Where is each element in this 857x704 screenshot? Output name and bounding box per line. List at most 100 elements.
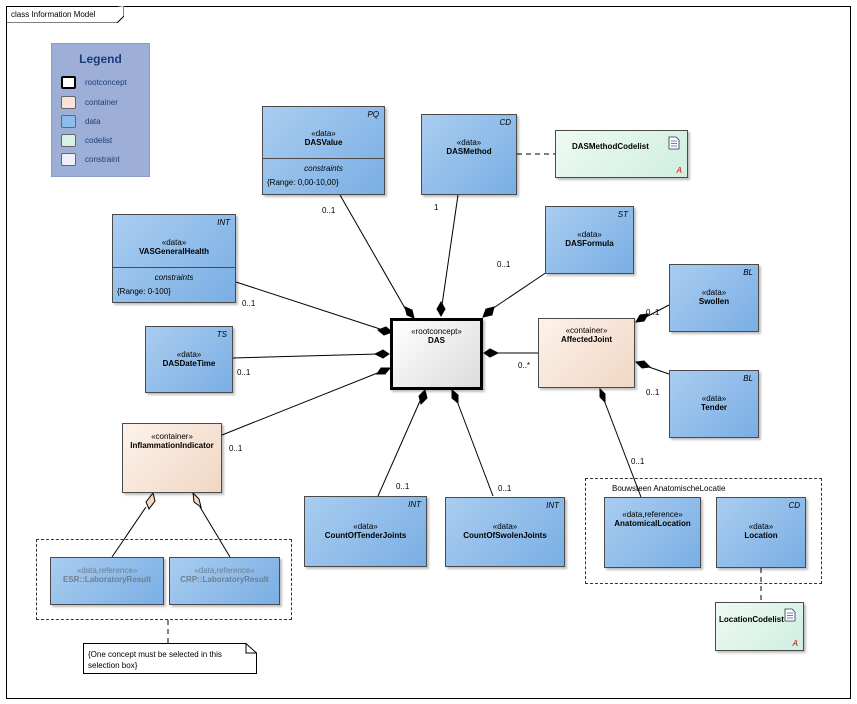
type-label: CD — [788, 501, 800, 510]
diagram-title: class Information Model — [11, 10, 96, 19]
legend-label: constraint — [85, 155, 120, 164]
stereotype-label: «data» — [492, 522, 518, 531]
stereotype-label: «data» — [701, 288, 727, 297]
multiplicity-anatomical-location: 0..1 — [631, 457, 645, 466]
type-label: TS — [216, 330, 227, 339]
stereotype-label: «data» — [353, 522, 378, 531]
compartment-divider — [113, 267, 235, 268]
diamond-count-swollen — [451, 388, 459, 405]
class-name: CountOfSwolenJoints — [463, 531, 547, 540]
class-name: DASMethodCodelist — [572, 142, 649, 151]
diamond-swollen — [635, 313, 649, 323]
edge-crp — [199, 506, 231, 558]
stereotype-label: «data» — [311, 129, 336, 138]
legend-swatch — [61, 115, 76, 128]
diamond-das-formula — [482, 306, 495, 318]
multiplicity-tender: 0..1 — [646, 388, 660, 397]
constraints-title: constraints — [154, 273, 194, 282]
class-count-of-swolen-joints[interactable]: INT «data» CountOfSwolenJoints — [445, 497, 565, 567]
class-das-method-codelist[interactable]: DASMethodCodelist A — [555, 130, 688, 178]
multiplicity-das-method: 1 — [434, 203, 439, 212]
class-name: Location — [744, 531, 778, 540]
edge-das-formula — [491, 271, 548, 310]
class-das-value[interactable]: PQ «data» DASValue constraints {Range: 0… — [262, 106, 385, 195]
stereotype-label: «data» — [161, 238, 187, 247]
class-name: LocationCodelist — [719, 615, 784, 624]
class-location-codelist[interactable]: LocationCodelist A — [715, 602, 804, 651]
stereotype-label: «data,reference» — [622, 510, 683, 519]
legend-swatch — [61, 153, 76, 166]
document-icon — [668, 136, 680, 150]
diagram-frame — [6, 6, 851, 699]
constraints-title: constraints — [304, 164, 343, 173]
diamond-anatomical — [599, 387, 606, 404]
edge-inflammation — [221, 371, 381, 436]
class-das-root[interactable]: «rootconcept» DAS — [390, 318, 483, 390]
class-name: Tender — [700, 403, 728, 412]
diamond-esr — [145, 491, 156, 510]
stereotype-label: «data,reference» — [76, 566, 138, 575]
class-name: AnatomicalLocation — [614, 519, 691, 528]
class-das-date-time[interactable]: TS «data» DASDateTime — [145, 326, 233, 393]
diamond-affected-joint — [483, 348, 500, 358]
diamond-crp — [192, 491, 202, 509]
class-das-formula[interactable]: ST «data» DASFormula — [545, 206, 634, 274]
stereotype-label: «rootconcept» — [411, 327, 462, 336]
stereotype-label: «container» — [151, 432, 193, 441]
multiplicity-das-formula: 0..1 — [497, 260, 511, 269]
multiplicity-affected-joint: 0..* — [518, 361, 531, 370]
class-affected-joint[interactable]: «container» AffectedJoint — [538, 318, 635, 388]
multiplicity-das-value: 0..1 — [322, 206, 336, 215]
type-label: INT — [408, 500, 421, 509]
class-swollen[interactable]: BL «data» Swollen — [669, 264, 759, 332]
edge-vas — [235, 281, 381, 330]
class-name: DASDateTime — [162, 359, 216, 368]
class-vas-general-health[interactable]: INT «data» VASGeneralHealth constraints … — [112, 214, 236, 303]
legend: Legend rootconcept container data codeli… — [51, 43, 150, 177]
multiplicity-swollen: 0..1 — [646, 308, 660, 317]
edge-das-method — [441, 194, 459, 306]
constraint-note: {One concept must be selected in this se… — [83, 643, 257, 674]
edge-das-value — [339, 194, 407, 311]
class-inflammation-indicator[interactable]: «container» InflammationIndicator — [122, 423, 222, 493]
type-label: INT — [217, 218, 230, 227]
class-anatomical-location[interactable]: «data,reference» AnatomicalLocation — [604, 497, 701, 568]
stereotype-label: «data,reference» — [194, 566, 255, 575]
type-label: CD — [499, 118, 511, 127]
class-location[interactable]: CD «data» Location — [716, 497, 806, 568]
legend-swatch — [61, 96, 76, 109]
type-label: BL — [743, 268, 753, 277]
class-name: ESR::LaboratoryResult — [62, 575, 151, 584]
legend-title: Legend — [79, 52, 122, 66]
type-label: PQ — [367, 110, 379, 119]
boundary-label: Bouwsteen AnatomischeLocatie — [612, 484, 726, 493]
stereotype-label: «data» — [176, 350, 202, 359]
class-name: CountOfTenderJoints — [324, 531, 407, 540]
document-icon — [784, 608, 796, 622]
class-crp-laboratory-result[interactable]: «data,reference» CRP::LaboratoryResult — [169, 557, 280, 605]
multiplicity-inflammation-indicator: 0..1 — [229, 444, 243, 453]
class-tender[interactable]: BL «data» Tender — [669, 370, 759, 438]
edge-esr — [111, 506, 147, 558]
diamond-tender — [634, 360, 652, 369]
class-das-method[interactable]: CD «data» DASMethod — [421, 114, 517, 195]
class-name: DASFormula — [565, 239, 614, 248]
frame-tab: class Information Model — [6, 6, 124, 23]
stereotype-label: «data» — [701, 394, 727, 403]
class-esr-laboratory-result[interactable]: «data,reference» ESR::LaboratoryResult — [50, 557, 164, 605]
edge-swollen — [645, 304, 670, 318]
diamond-das-method — [436, 300, 446, 318]
constraint-value: {Range: 0,00-10,00} — [267, 178, 339, 187]
edge-count-swollen — [456, 400, 494, 497]
edge-das-date-time — [232, 353, 379, 359]
multiplicity-das-date-time: 0..1 — [237, 368, 251, 377]
edge-count-tender — [377, 400, 421, 497]
note-text: {One concept must be selected in this se… — [88, 650, 222, 670]
diamond-das-date-time — [373, 349, 390, 359]
edge-anatomical — [603, 399, 642, 498]
class-count-of-tender-joints[interactable]: INT «data» CountOfTenderJoints — [304, 496, 427, 567]
class-name: CRP::LaboratoryResult — [180, 575, 269, 584]
class-name: DASMethod — [446, 147, 492, 156]
stereotype-label: «data» — [577, 230, 602, 239]
